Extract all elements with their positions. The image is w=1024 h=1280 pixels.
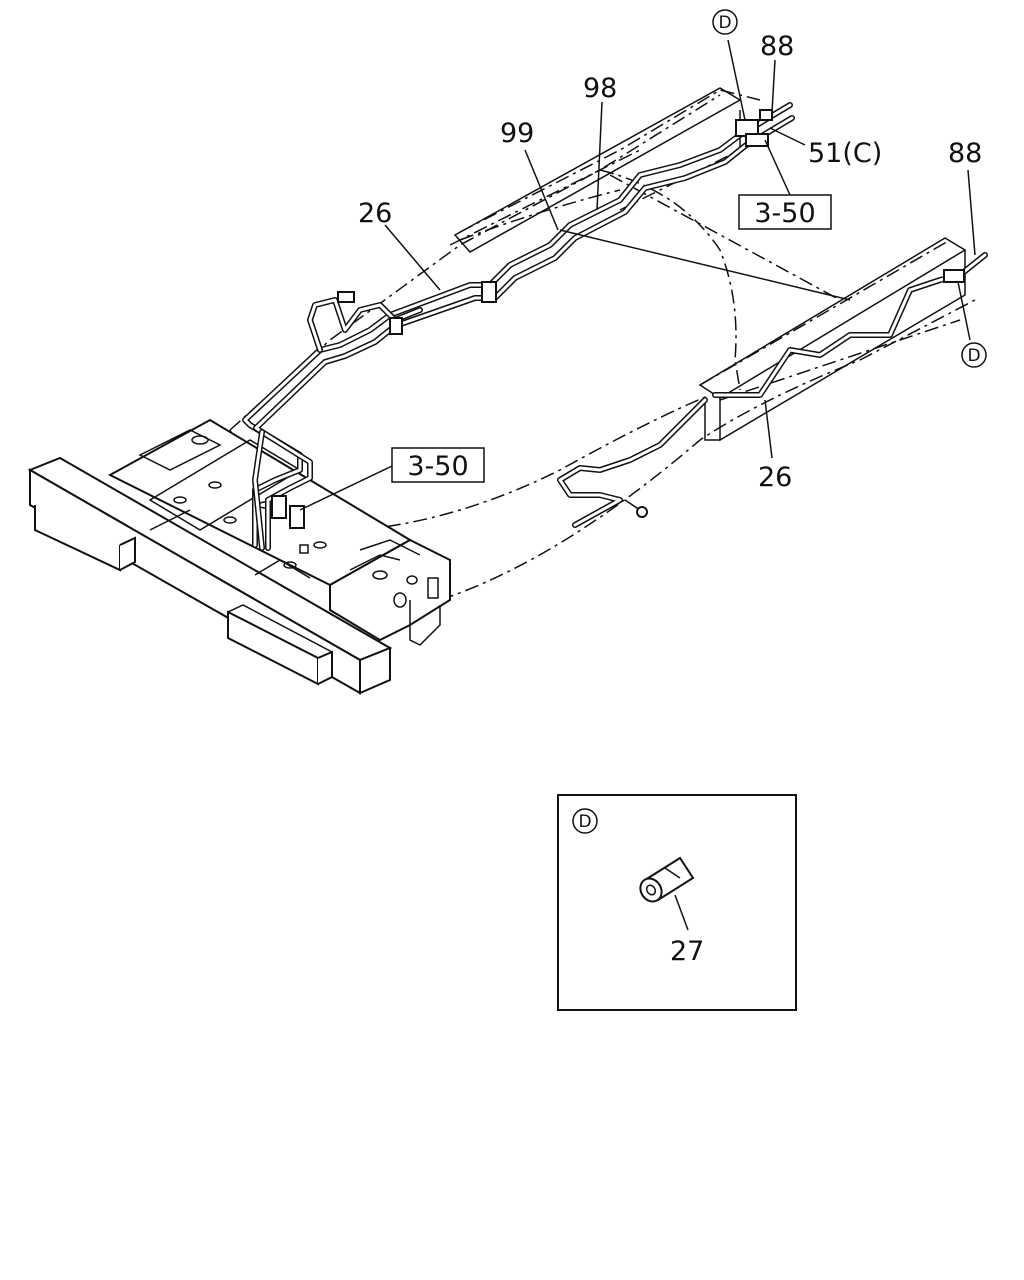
reference-box-lower[interactable]: 3-50 <box>391 447 485 483</box>
brake-pipe-lower <box>557 397 708 528</box>
callout-88-top: 88 <box>760 31 794 62</box>
callout-51c: 51(C) <box>808 138 882 169</box>
callout-26-lower: 26 <box>758 462 792 493</box>
detail-box-d-circle-text: D <box>578 812 591 832</box>
pipe-clips <box>271 109 773 529</box>
detail-box-d: D 27 <box>557 794 797 1011</box>
reference-box-upper[interactable]: 3-50 <box>738 194 832 230</box>
front-bumper <box>27 456 393 695</box>
callout-99: 99 <box>500 118 534 149</box>
brake-pipe-main <box>242 102 795 551</box>
brake-pipe-rear <box>712 252 988 398</box>
callout-d-top-text: D <box>718 13 731 33</box>
reference-box-upper-text: 3-50 <box>754 198 815 229</box>
leader-lines <box>299 39 976 511</box>
callout-88-right: 88 <box>948 138 982 169</box>
callout-d-top: D <box>712 9 738 35</box>
reference-box-lower-text: 3-50 <box>407 451 468 482</box>
detail-box-part-label: 27 <box>670 936 704 967</box>
spacer-part-27 <box>639 856 695 903</box>
callout-d-right-text: D <box>967 346 980 366</box>
callout-98: 98 <box>583 73 617 104</box>
callout-26-upper: 26 <box>358 198 392 229</box>
callout-d-right: D <box>961 342 987 368</box>
